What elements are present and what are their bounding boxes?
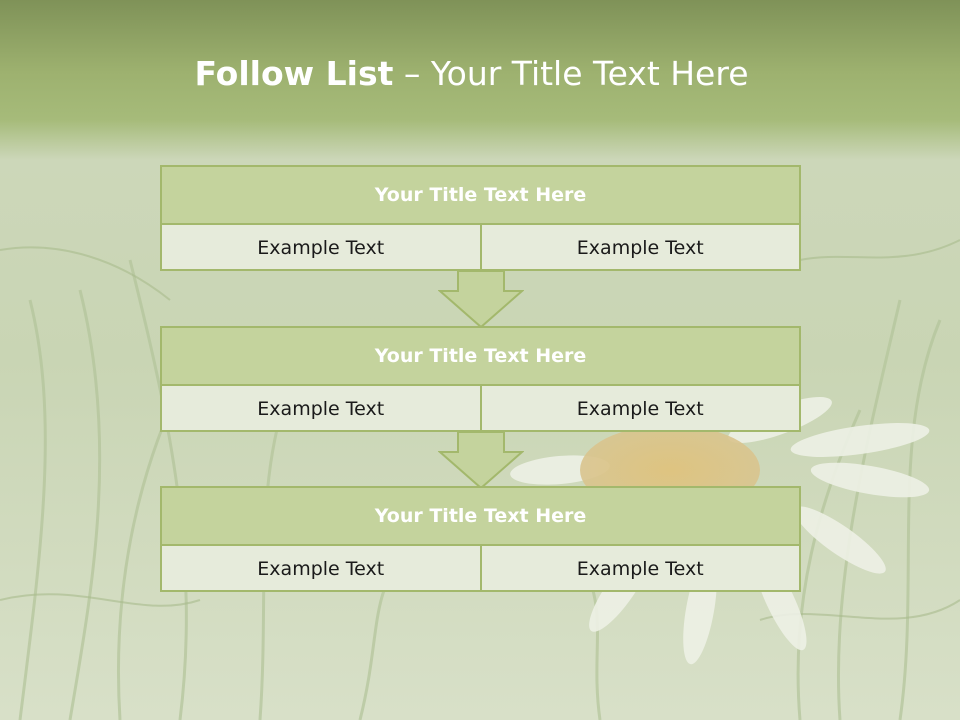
- step-1-right-text: Example Text: [479, 225, 800, 271]
- step-title-3: Your Title Text Here: [162, 488, 799, 546]
- step-3-right-text: Example Text: [479, 546, 800, 592]
- step-row-3: Example Text Example Text: [162, 546, 799, 592]
- step-title-1: Your Title Text Here: [162, 167, 799, 225]
- step-2-left-text: Example Text: [257, 398, 385, 420]
- step-title-2: Your Title Text Here: [162, 328, 799, 386]
- step-block-1: Your Title Text Here Example Text Exampl…: [160, 165, 801, 271]
- step-block-3: Your Title Text Here Example Text Exampl…: [160, 486, 801, 592]
- slide-title: Follow List – Your Title Text Here: [0, 54, 943, 93]
- step-block-2: Your Title Text Here Example Text Exampl…: [160, 326, 801, 432]
- header-band: [0, 0, 960, 160]
- down-arrow-icon: [438, 271, 524, 329]
- title-bold: Follow List: [194, 54, 394, 93]
- step-2-right-text: Example Text: [479, 386, 800, 432]
- down-arrow-icon: [438, 432, 524, 490]
- step-1-left-text: Example Text: [257, 237, 385, 259]
- step-row-2: Example Text Example Text: [162, 386, 799, 432]
- title-rest: – Your Title Text Here: [403, 54, 749, 93]
- step-3-left-text: Example Text: [257, 558, 385, 580]
- step-row-1: Example Text Example Text: [162, 225, 799, 271]
